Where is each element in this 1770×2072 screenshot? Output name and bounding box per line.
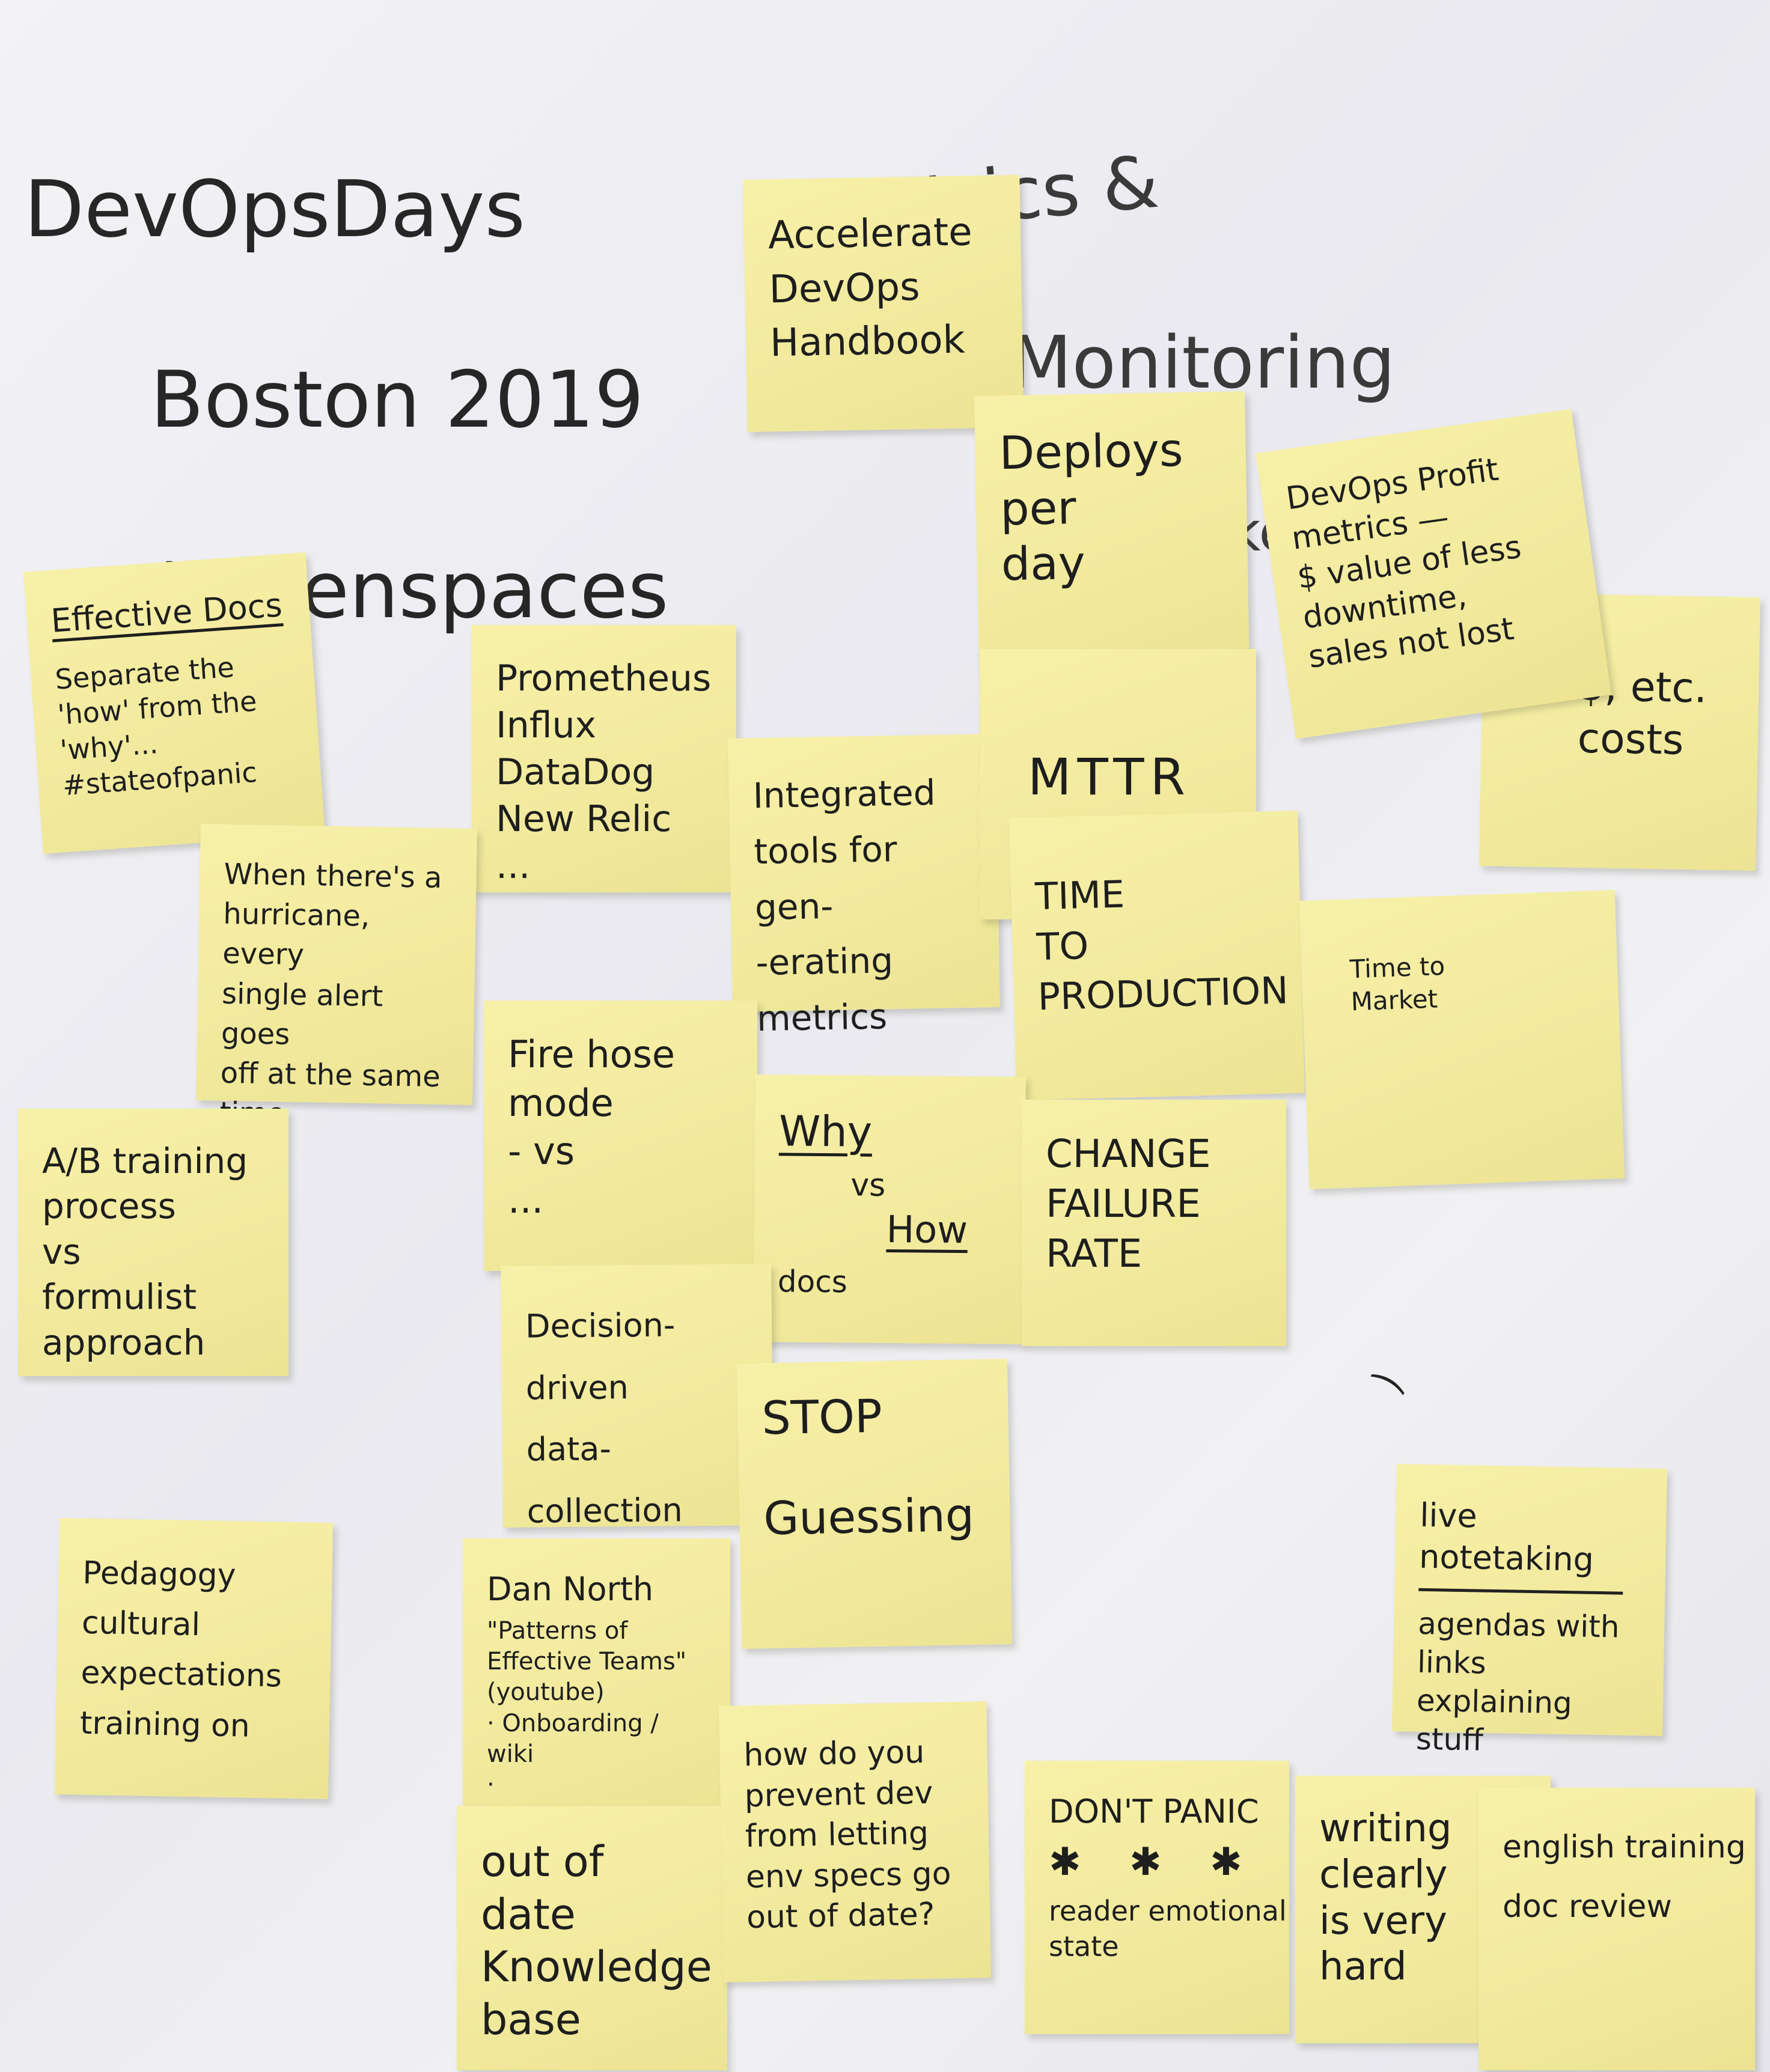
note-dont-panic: DON'T PANIC ✱ ✱ ✱ reader emotional state	[1025, 1761, 1289, 2034]
note-out-of-date: out of date Knowledge base	[457, 1806, 727, 2070]
note-firehose-mode: Fire hose mode - vs ...	[484, 1001, 757, 1271]
note-time-to-market: Time to Market	[1299, 889, 1625, 1190]
note-pedagogy-text: Pedagogy cultural expectations training …	[79, 1555, 282, 1744]
note-dan-north: Dan North "Patterns of Effective Teams" …	[463, 1538, 730, 1812]
note-accelerate-text: Accelerate DevOps Handbook	[768, 210, 973, 366]
note-docs-text: docs	[777, 1263, 848, 1299]
note-prevent-dev: how do you prevent dev from letting env …	[719, 1701, 991, 1982]
note-dont-panic-body: reader emotional state	[1049, 1895, 1287, 1963]
note-why-text: Why	[778, 1106, 873, 1157]
note-ab-training-text: A/B training process vs formulist approa…	[42, 1141, 248, 1363]
note-prometheus-text: Prometheus Influx DataDog New Relic ...	[496, 657, 712, 887]
note-dont-panic-title: DON'T PANIC	[1049, 1793, 1259, 1830]
note-integrated-tools: Integrated tools for gen- -erating metri…	[728, 734, 1000, 1039]
event-title-line-2: Boston 2019	[150, 353, 644, 445]
note-integrated-tools-text: Integrated tools for gen- -erating metri…	[752, 772, 936, 1040]
note-devops-profit: DevOps Profit metrics — $ value of less …	[1256, 409, 1611, 739]
note-accelerate: Accelerate DevOps Handbook	[743, 175, 1024, 432]
note-effective-docs-body: Separate the 'how' from the 'why'... #st…	[53, 651, 258, 802]
note-writing-clearly-text: writing clearly is very hard	[1319, 1806, 1452, 1990]
event-title-line-1: DevOpsDays	[24, 163, 526, 255]
note-dan-north-title: Dan North	[487, 1570, 654, 1608]
note-dont-panic-glyphs: ✱ ✱ ✱	[1049, 1840, 1260, 1885]
note-stop-guessing: STOP Guessing	[736, 1359, 1013, 1649]
stray-pen-mark: ⁀	[1351, 1371, 1405, 1431]
note-mttr-text: MTTR	[1028, 748, 1191, 806]
note-out-of-date-text: out of date Knowledge base	[481, 1837, 712, 2044]
note-firehose-mode-text: Fire hose mode - vs ...	[508, 1032, 676, 1222]
note-decision-driven: Decision-driven data-collection	[501, 1264, 774, 1530]
note-deploys-per-day: Deploys per day	[974, 391, 1250, 672]
note-how-text: How	[886, 1207, 968, 1252]
note-deploys-per-day-text: Deploys per day	[998, 422, 1184, 591]
note-prometheus: Prometheus Influx DataDog New Relic ...	[472, 625, 736, 892]
note-hurricane: When there's a hurricane, every single a…	[196, 824, 477, 1131]
topic-title-line-2: Monitoring	[1010, 321, 1396, 405]
note-stop-guessing-text: STOP Guessing	[761, 1389, 975, 1546]
note-hurricane-text: When there's a hurricane, every single a…	[219, 857, 442, 1131]
note-decision-driven-text: Decision-driven data-collection	[525, 1306, 683, 1531]
note-pedagogy: Pedagogy cultural expectations training …	[55, 1518, 333, 1799]
note-live-notetaking-rule	[1418, 1588, 1623, 1595]
note-english-training-text: english training doc review	[1503, 1829, 1746, 1925]
note-dan-north-body: "Patterns of Effective Teams" (youtube) …	[487, 1617, 687, 1799]
note-live-notetaking: live notetaking agendas with links expla…	[1392, 1464, 1667, 1758]
note-time-to-production: TIME TO PRODUCTION	[1009, 810, 1305, 1101]
note-why-vs-how: Why vs How docs	[753, 1074, 1026, 1344]
note-english-training: english training doc review	[1479, 1788, 1755, 2070]
note-effective-docs: Effective Docs Separate the 'how' from t…	[23, 552, 325, 854]
note-change-failure-rate: CHANGE FAILURE RATE	[1022, 1100, 1286, 1346]
note-live-notetaking-body: agendas with links explaining stuff	[1415, 1606, 1620, 1758]
note-live-notetaking-title: live notetaking	[1418, 1496, 1595, 1579]
note-why-vs-text: vs	[850, 1167, 886, 1204]
note-change-failure-rate-text: CHANGE FAILURE RATE	[1046, 1132, 1211, 1277]
note-time-to-production-text: TIME TO PRODUCTION	[1034, 872, 1289, 1019]
note-prevent-dev-text: how do you prevent dev from letting env …	[743, 1734, 951, 1936]
note-devops-profit-text: DevOps Profit metrics — $ value of less …	[1284, 451, 1524, 676]
note-effective-docs-title: Effective Docs	[49, 586, 284, 640]
note-ab-training: A/B training process vs formulist approa…	[18, 1109, 288, 1376]
note-time-to-market-text: Time to Market	[1349, 951, 1445, 1017]
